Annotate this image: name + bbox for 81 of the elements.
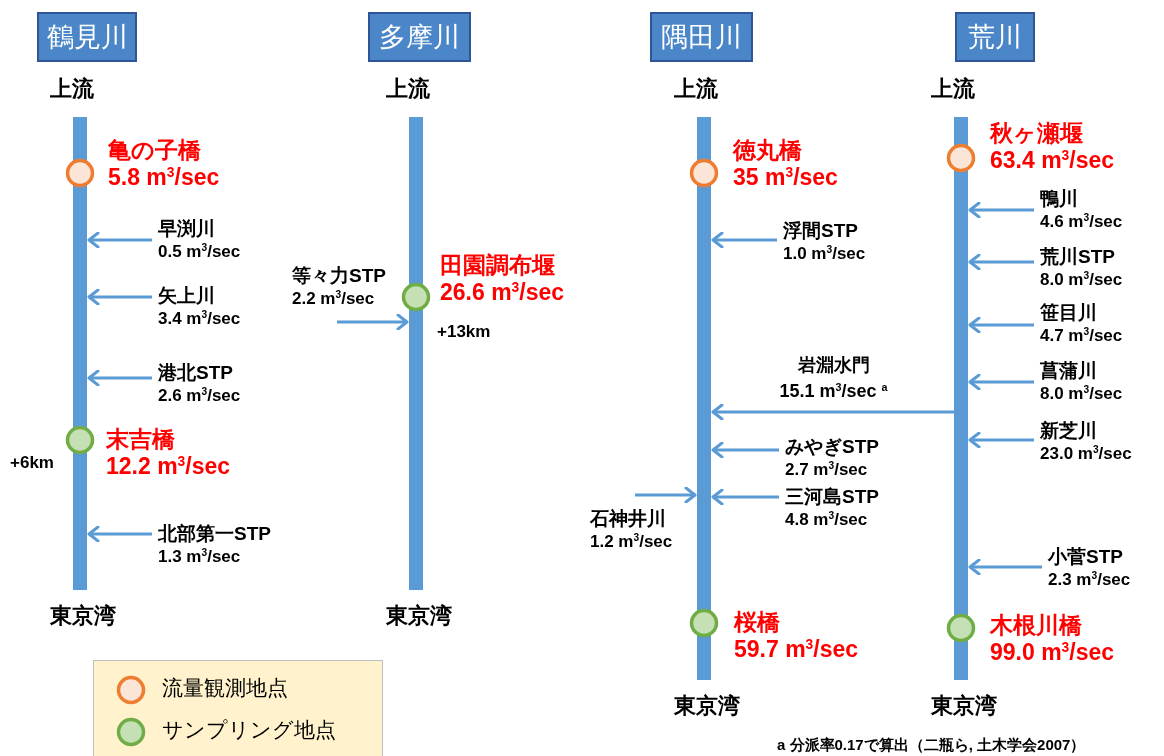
river-name-box: 多摩川 xyxy=(368,12,471,62)
flow-value: 1.3 m$^{3}$/sec xyxy=(158,547,241,567)
distance-label: +6km xyxy=(10,453,54,473)
arrow xyxy=(87,525,152,543)
arrow xyxy=(968,373,1034,391)
arrow xyxy=(711,488,779,506)
flow-value: 3.4 m$^{3}$/sec xyxy=(158,309,241,329)
arrow xyxy=(968,201,1034,219)
upstream-label: 上流 xyxy=(931,76,975,102)
flow-value: 35 m$^{3}$/sec xyxy=(733,164,838,191)
station-name: 亀の子橋 xyxy=(108,137,201,164)
bay-label: 東京湾 xyxy=(674,693,740,719)
arrow xyxy=(968,316,1034,334)
station-name: 秋ヶ瀬堰 xyxy=(990,120,1083,147)
flow-value: 2.7 m$^{3}$/sec xyxy=(785,460,868,480)
river-name-box: 鶴見川 xyxy=(37,12,137,62)
edge-label: 岩淵水門 15.1 m$^{3}$/sec $^{a}$ xyxy=(778,354,889,403)
flow-value: 4.8 m$^{3}$/sec xyxy=(785,510,868,530)
station-name: 徳丸橋 xyxy=(733,137,802,164)
arrow xyxy=(87,288,152,306)
legend-text: サンプリング地点 xyxy=(162,718,336,743)
inflow-name: 荒川STP xyxy=(1040,246,1115,268)
distance-label: +13km xyxy=(437,322,491,342)
river-name-box: 隅田川 xyxy=(650,12,753,62)
inflow-name: 等々力STP xyxy=(292,265,386,287)
inflow-name: 小菅STP xyxy=(1048,546,1123,568)
river-bar xyxy=(954,117,968,680)
station-name: 桜橋 xyxy=(734,609,780,636)
bay-label: 東京湾 xyxy=(50,603,116,629)
inflow-name: 北部第一STP xyxy=(158,523,271,545)
flow-value: 23.0 m$^{3}$/sec xyxy=(1040,444,1132,464)
inflow-name: 浮間STP xyxy=(783,220,858,242)
upstream-label: 上流 xyxy=(386,76,430,102)
inflow-name: 笹目川 xyxy=(1040,302,1097,324)
arrow xyxy=(968,431,1034,449)
flow-value: 2.6 m$^{3}$/sec xyxy=(158,386,241,406)
inflow-name: 三河島STP xyxy=(785,486,879,508)
arrow xyxy=(711,441,779,459)
station-name: 田園調布堰 xyxy=(440,252,555,279)
arrow xyxy=(635,486,697,504)
bay-label: 東京湾 xyxy=(386,603,452,629)
flow-value: 12.2 m$^{3}$/sec xyxy=(106,453,231,480)
river-bar xyxy=(409,117,423,590)
arrow xyxy=(711,231,777,249)
inflow-name: みやぎSTP xyxy=(785,436,879,458)
inflow-name: 鴨川 xyxy=(1040,188,1078,210)
inflow-name: 新芝川 xyxy=(1040,420,1097,442)
inflow-name: 早渕川 xyxy=(158,218,215,240)
flow-value: 1.2 m$^{3}$/sec xyxy=(590,532,673,552)
arrow xyxy=(87,369,152,387)
flow-value: 0.5 m$^{3}$/sec xyxy=(158,242,241,262)
flow-value: 63.4 m$^{3}$/sec xyxy=(990,147,1115,174)
station-name: 末吉橋 xyxy=(106,426,175,453)
inflow-name: 矢上川 xyxy=(158,285,215,307)
upstream-label: 上流 xyxy=(50,76,94,102)
legend-text: 流量観測地点 xyxy=(162,676,288,701)
station-name: 木根川橋 xyxy=(990,612,1082,639)
inflow-name: 菖蒲川 xyxy=(1040,360,1097,382)
flow-value: 8.0 m$^{3}$/sec xyxy=(1040,384,1123,404)
bay-label: 東京湾 xyxy=(931,693,997,719)
flow-value: 99.0 m$^{3}$/sec xyxy=(990,639,1115,666)
arrow xyxy=(337,313,409,331)
upstream-label: 上流 xyxy=(674,76,718,102)
flow-value: 26.6 m$^{3}$/sec xyxy=(440,279,565,306)
flow-value: 4.6 m$^{3}$/sec xyxy=(1040,212,1123,232)
flow-value: 2.2 m$^{3}$/sec xyxy=(292,289,375,309)
flow-value: 4.7 m$^{3}$/sec xyxy=(1040,326,1123,346)
flow-value: 8.0 m$^{3}$/sec xyxy=(1040,270,1123,290)
arrow xyxy=(968,558,1042,576)
river-bar xyxy=(697,117,711,680)
arrow xyxy=(968,253,1034,271)
flow-value: 2.3 m$^{3}$/sec xyxy=(1048,570,1131,590)
river-name-box: 荒川 xyxy=(955,12,1035,62)
flow-value: 1.0 m$^{3}$/sec xyxy=(783,244,866,264)
flow-value: 5.8 m$^{3}$/sec xyxy=(108,164,220,191)
inflow-name: 港北STP xyxy=(158,362,233,384)
arrow xyxy=(87,231,152,249)
flow-value: 59.7 m$^{3}$/sec xyxy=(734,636,859,663)
footnote: a 分派率0.17で算出（二瓶ら, 土木学会2007） xyxy=(777,736,1086,754)
arrow xyxy=(711,403,954,421)
inflow-name: 石神井川 xyxy=(590,508,666,530)
